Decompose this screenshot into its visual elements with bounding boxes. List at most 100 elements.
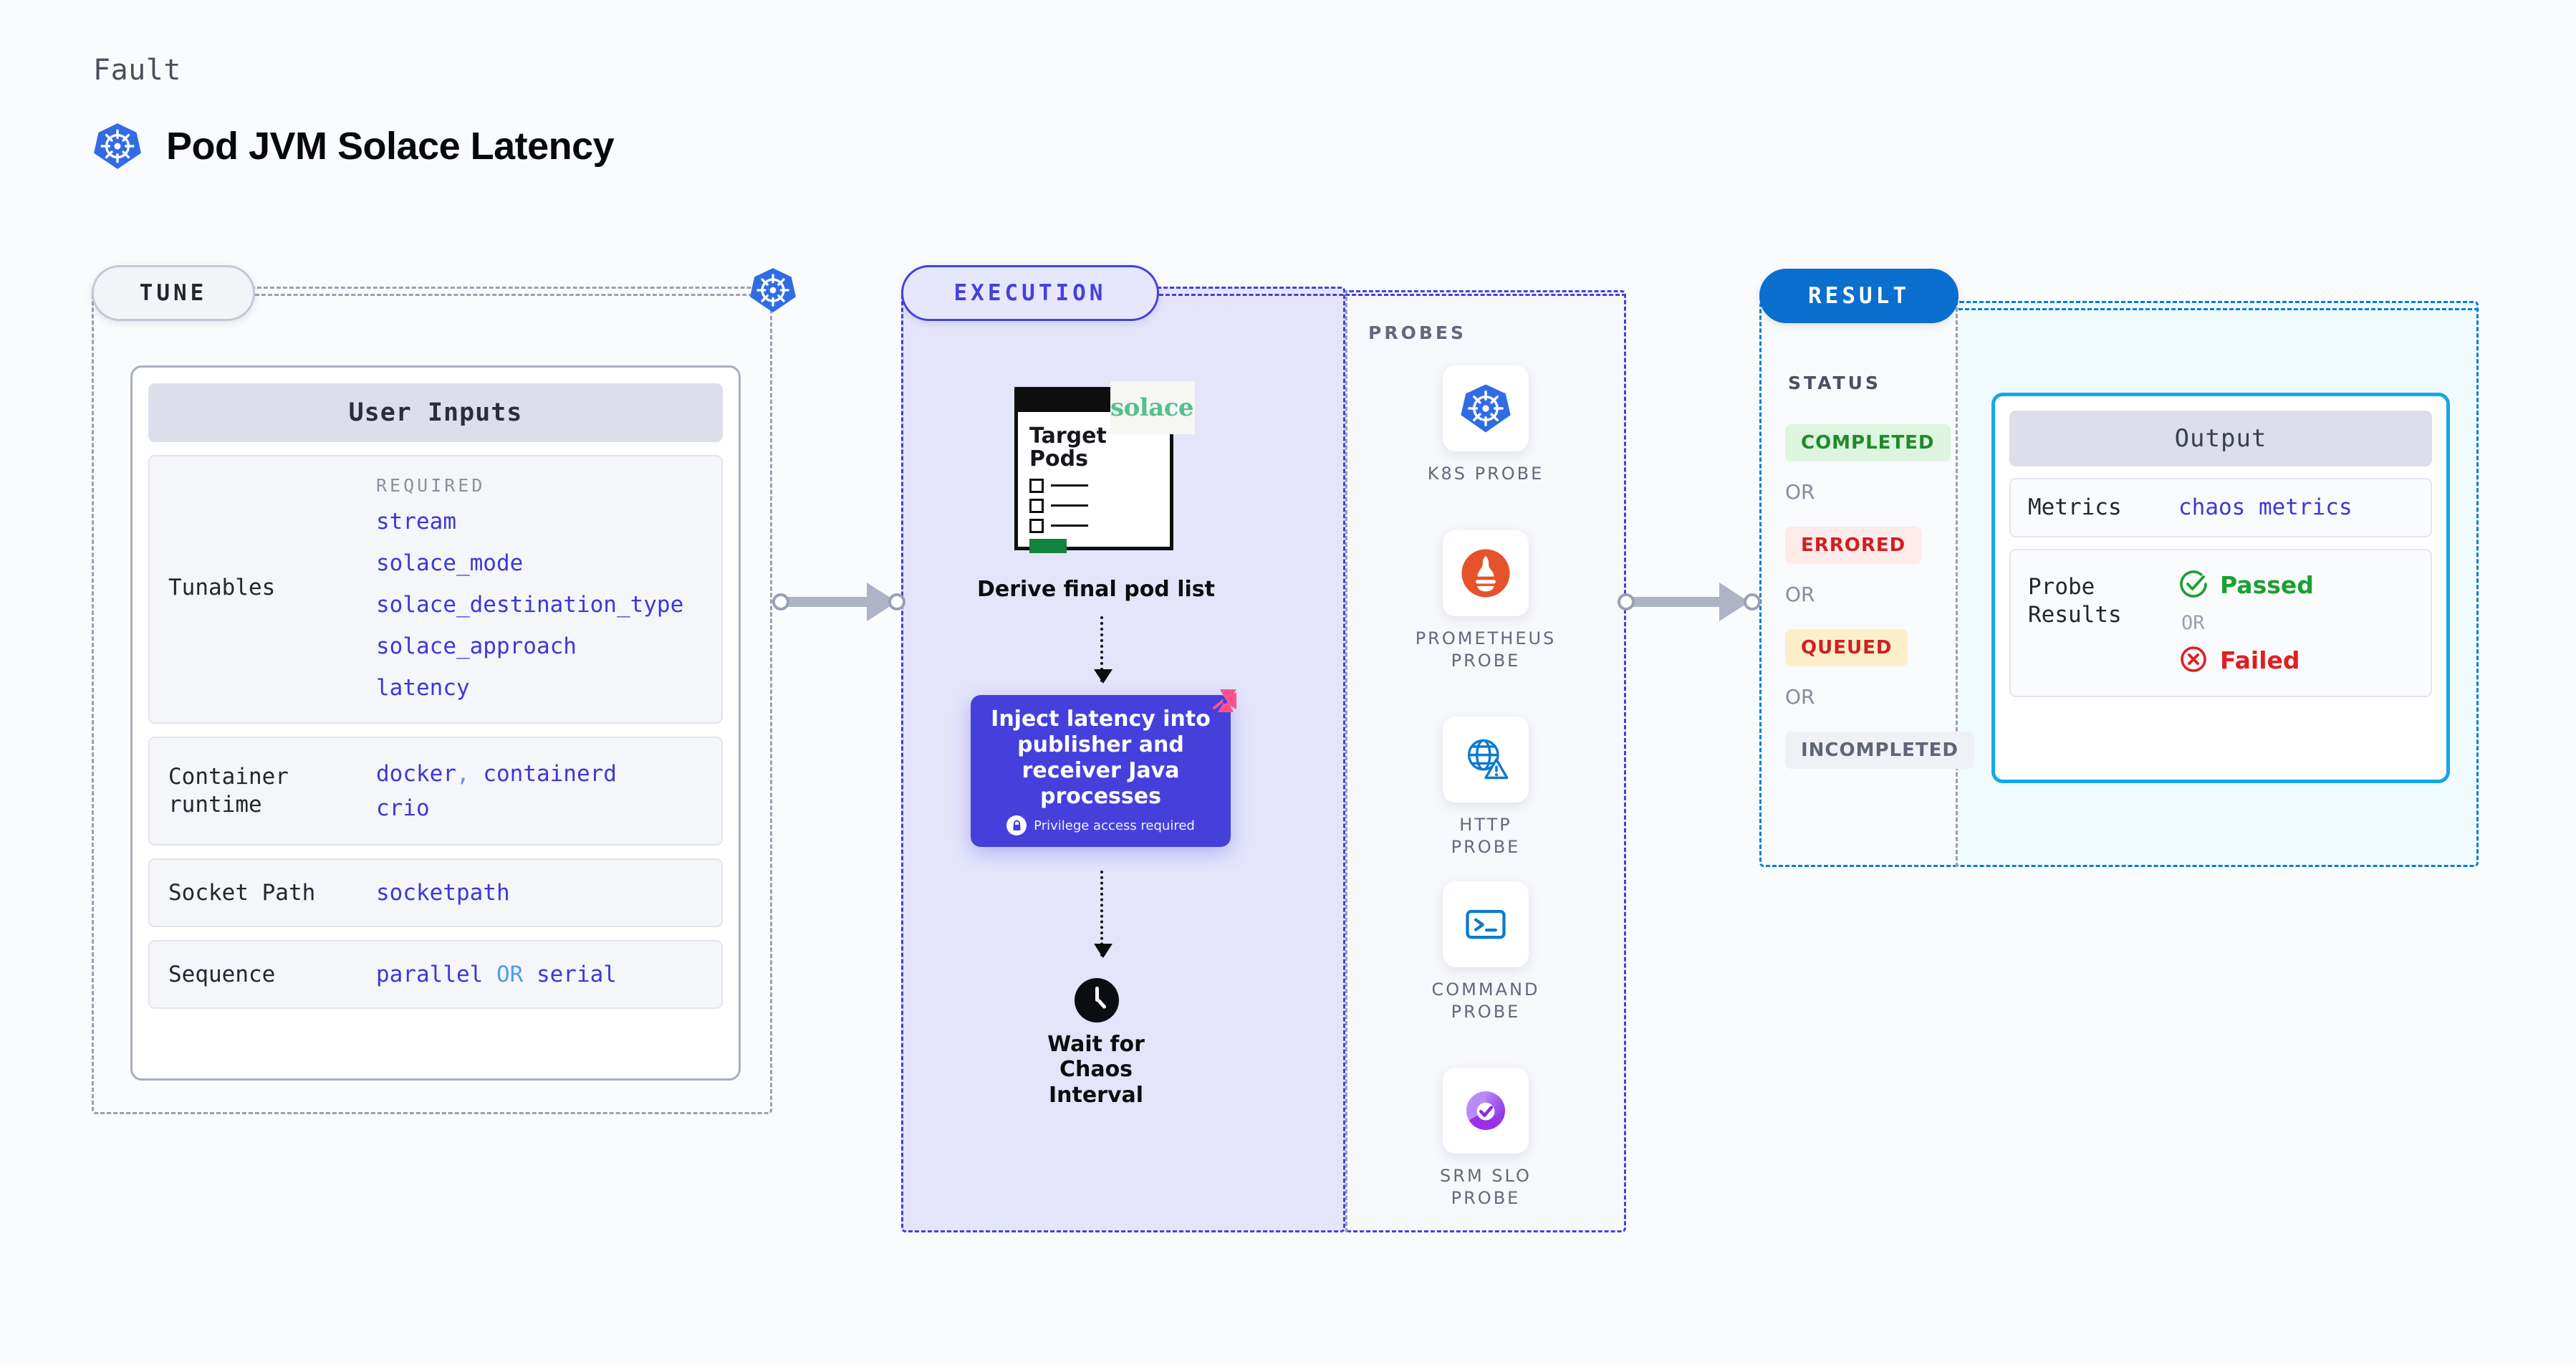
tune-stage-frame <box>92 287 772 1114</box>
wait-caption-line1: Wait for Chaos <box>1047 1032 1145 1083</box>
probe-label: PROMETHEUS PROBE <box>1415 628 1557 671</box>
probe-result-failed: Failed <box>2178 644 2314 677</box>
container-runtime-values: docker, containerd crio <box>376 757 617 825</box>
status-heading: STATUS <box>1788 373 1881 393</box>
tunable-item[interactable]: solace_mode <box>376 550 524 576</box>
socket-path-label: Socket Path <box>168 879 316 906</box>
execution-pill-connector <box>1159 294 1626 296</box>
probe-label: K8S PROBE <box>1427 464 1544 484</box>
srm-slo-icon <box>1443 1068 1529 1154</box>
user-inputs-title: User Inputs <box>148 383 723 442</box>
solace-wordmark: solace <box>1110 393 1194 422</box>
sequence-values: parallel OR serial <box>376 957 617 992</box>
passed-label: Passed <box>2220 571 2314 600</box>
checkbox-icon <box>1029 498 1044 513</box>
derive-pod-list-caption: Derive final pod list <box>976 577 1215 602</box>
runtime-separator: , <box>456 761 470 787</box>
probe-prometheus[interactable]: PROMETHEUS PROBE <box>1416 530 1554 672</box>
document-title-line2: Pods <box>1029 446 1088 472</box>
document-title-line1: Target <box>1029 423 1107 449</box>
http-globe-warning-icon <box>1443 717 1529 803</box>
probe-label: HTTP PROBE <box>1451 815 1521 858</box>
tunable-item[interactable]: latency <box>376 675 470 701</box>
runtime-value[interactable]: docker <box>376 761 456 787</box>
clock-icon <box>1075 978 1119 1022</box>
solace-logo: solace <box>1110 381 1195 434</box>
tune-kubernetes-badge <box>749 267 797 317</box>
checklist-item <box>1029 498 1158 513</box>
tunable-item[interactable]: solace_destination_type <box>376 592 684 618</box>
checkbox-icon <box>1029 478 1044 493</box>
tunable-item[interactable]: stream <box>376 509 456 535</box>
probe-command[interactable]: COMMAND PROBE <box>1423 881 1549 1023</box>
output-title: Output <box>2009 411 2432 466</box>
page-header: Pod JVM Solace Latency <box>93 122 615 171</box>
sequence-value[interactable]: parallel <box>376 962 484 988</box>
privilege-note: Privilege access required <box>1006 815 1195 835</box>
execution-stage-label[interactable]: EXECUTION <box>901 265 1159 321</box>
probe-results-values: Passed OR Failed <box>2178 569 2314 677</box>
probe-http[interactable]: HTTP PROBE <box>1423 717 1549 858</box>
arrow-derive-to-inject <box>1094 616 1112 684</box>
result-stage-label[interactable]: RESULT <box>1759 269 1959 323</box>
metrics-value[interactable]: chaos metrics <box>2178 494 2352 521</box>
status-badge-errored: ERRORED <box>1785 527 1922 564</box>
tunable-item[interactable]: solace_approach <box>376 633 577 659</box>
probe-results-or: OR <box>2181 611 2205 634</box>
checkbox-icon <box>1029 518 1044 533</box>
inject-latency-text: Inject latency into publisher and receiv… <box>991 707 1211 809</box>
kubernetes-icon <box>93 122 142 171</box>
sequence-label: Sequence <box>168 961 276 987</box>
status-badge-completed: COMPLETED <box>1785 424 1951 461</box>
status-badge-queued: QUEUED <box>1785 629 1908 666</box>
tune-stage-label[interactable]: TUNE <box>92 265 255 321</box>
sequence-row: Sequence parallel OR serial <box>148 940 723 1010</box>
checklist-item <box>1029 478 1158 493</box>
container-runtime-label: Container runtime <box>168 764 289 818</box>
tunables-label: Tunables <box>168 575 276 601</box>
or-label: OR <box>1785 685 1815 709</box>
sequence-value[interactable]: serial <box>536 962 617 988</box>
failed-label: Failed <box>2220 646 2300 675</box>
probes-frame-left-edge <box>1345 290 1347 1232</box>
probe-result-passed: Passed <box>2178 569 2314 602</box>
runtime-value[interactable]: crio <box>376 795 430 822</box>
page-title: Pod JVM Solace Latency <box>166 125 615 168</box>
tune-pill-connector <box>255 294 772 296</box>
arrow-inject-to-wait <box>1094 871 1112 958</box>
probe-srm-slo[interactable]: SRM SLO PROBE <box>1423 1068 1549 1210</box>
or-label: OR <box>1785 583 1815 606</box>
probe-k8s[interactable]: K8S PROBE <box>1423 365 1549 485</box>
metrics-label: Metrics <box>2028 494 2122 520</box>
result-stage-frame <box>1759 301 1964 867</box>
probes-heading: PROBES <box>1368 322 1466 343</box>
tunables-values: REQUIRED stream solace_mode solace_desti… <box>376 475 683 701</box>
result-pill-connector <box>1959 308 2479 310</box>
container-runtime-row: Container runtime docker, containerd cri… <box>148 737 723 846</box>
lock-icon <box>1006 815 1027 835</box>
output-card: Output Metrics chaos metrics Probe Resul… <box>1991 393 2450 783</box>
prometheus-icon <box>1443 530 1529 616</box>
sequence-separator: OR <box>496 962 524 988</box>
terminal-icon <box>1443 881 1529 967</box>
probe-label: SRM SLO PROBE <box>1440 1166 1532 1209</box>
x-circle-icon <box>2178 644 2209 677</box>
required-label: REQUIRED <box>376 475 486 496</box>
runtime-value[interactable]: containerd <box>483 761 617 787</box>
user-inputs-card: User Inputs Tunables REQUIRED stream sol… <box>130 365 741 1081</box>
chaos-pinwheel-icon <box>1199 684 1241 729</box>
socket-path-value[interactable]: socketpath <box>376 880 510 906</box>
status-badge-incompleted: INCOMPLETED <box>1785 732 1974 769</box>
socket-path-row: Socket Path socketpath <box>148 858 723 928</box>
page-eyebrow: Fault <box>93 54 181 87</box>
probe-label: COMMAND PROBE <box>1431 980 1540 1022</box>
privilege-note-text: Privilege access required <box>1034 818 1195 833</box>
target-pods-document: Target Pods solace <box>1014 381 1195 553</box>
metrics-row: Metrics chaos metrics <box>2009 478 2432 537</box>
checklist-item <box>1029 518 1158 533</box>
inject-latency-step[interactable]: Inject latency into publisher and receiv… <box>971 689 1236 847</box>
output-frame-left-edge <box>1956 301 1958 867</box>
or-label: OR <box>1785 480 1815 504</box>
probe-results-label: Probe Results <box>2028 573 2122 628</box>
